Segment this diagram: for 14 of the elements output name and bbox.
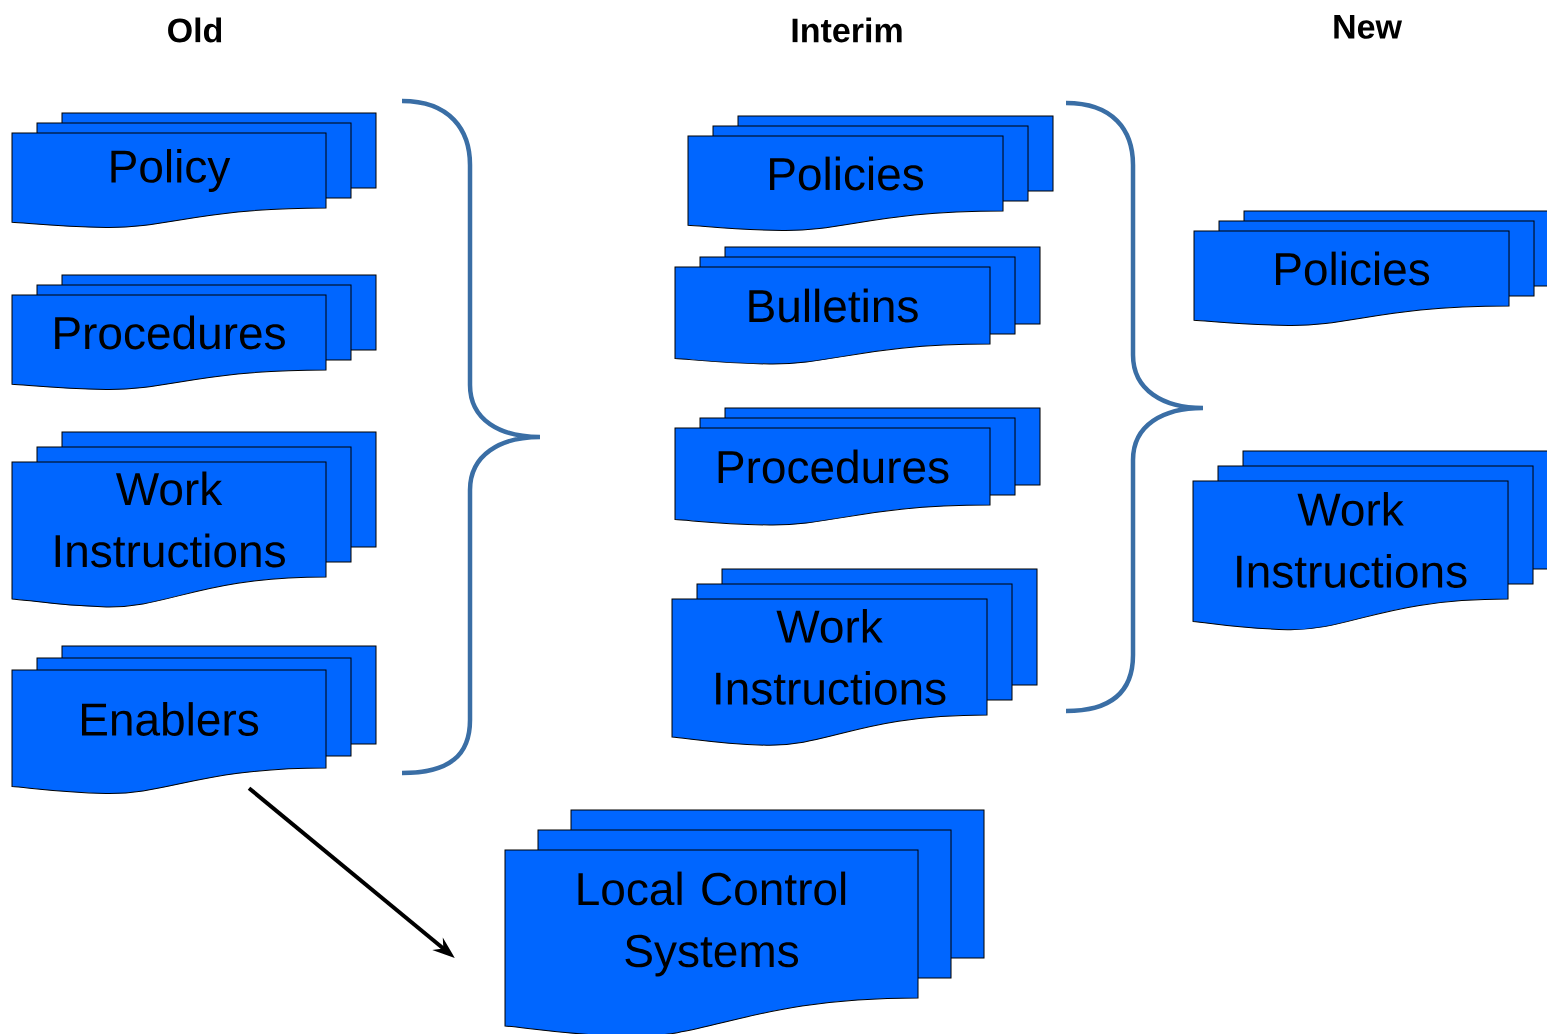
document-stack: Procedures — [11, 274, 377, 390]
column-heading: Interim — [792, 17, 902, 43]
column-heading: Old — [168, 17, 222, 43]
document-stack: Policy — [11, 112, 377, 228]
document-stack: Work Instructions — [671, 568, 1038, 746]
document-stack: Enablers — [11, 645, 377, 794]
column-heading: New — [1334, 15, 1403, 39]
document-stack: Work Instructions — [1192, 450, 1547, 631]
document-stack: Policies — [687, 115, 1054, 231]
document-stack: Policies — [1193, 210, 1547, 326]
document-stack: Work Instructions — [11, 431, 377, 608]
document-stack: Bulletins — [674, 246, 1041, 365]
document-stack: Procedures — [674, 407, 1041, 526]
document-stack: Local Control Systems — [504, 809, 985, 1034]
